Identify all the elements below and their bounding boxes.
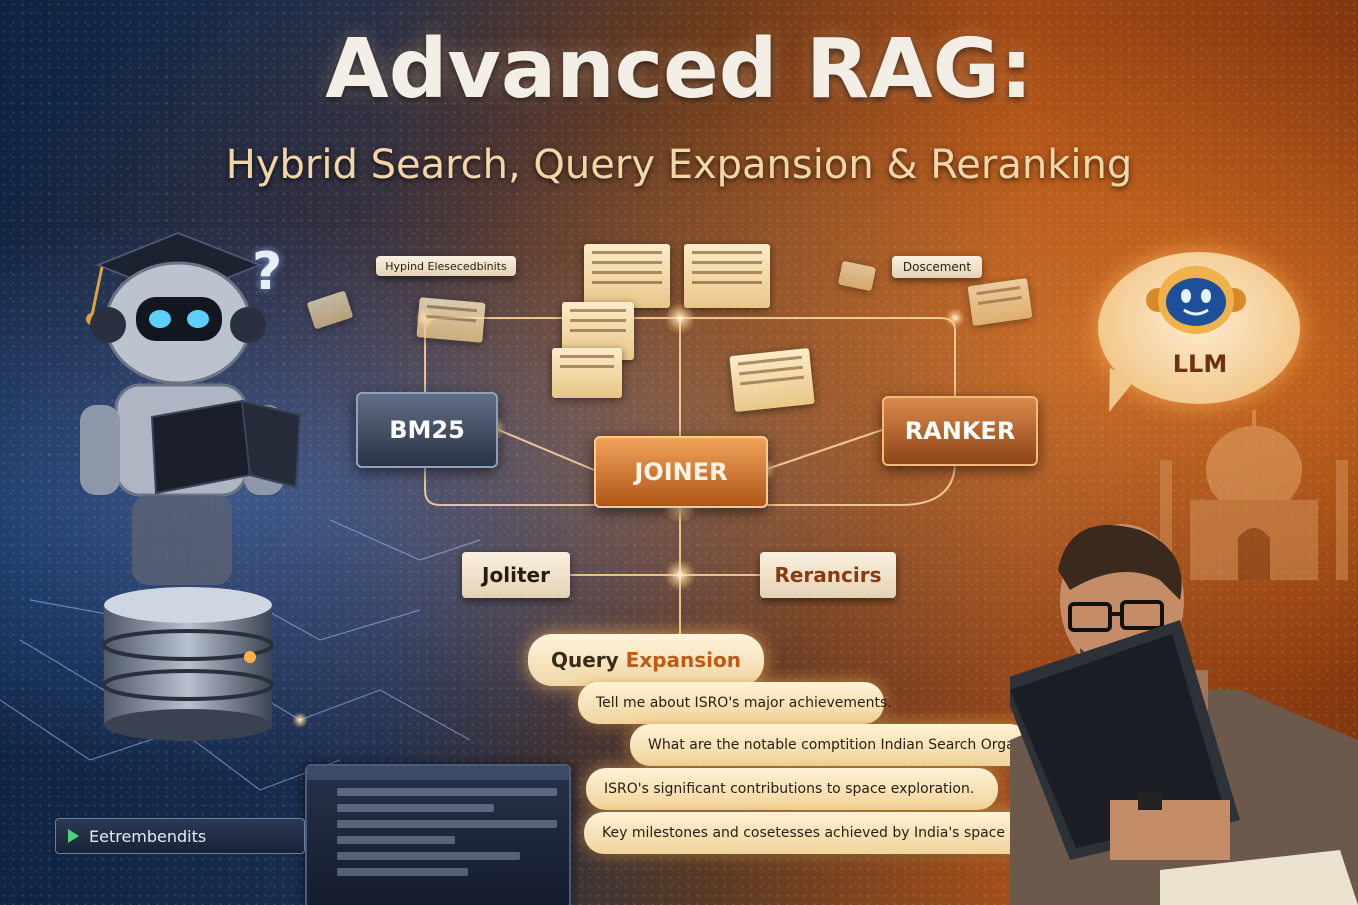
- document-card: [967, 278, 1033, 326]
- llm-bot-icon: [1146, 266, 1246, 334]
- expanded-query: Tell me about ISRO's major achievements.: [578, 682, 892, 724]
- query-expansion-accent: Expansion: [625, 648, 742, 672]
- document-card: [729, 347, 815, 413]
- monument-icon: [1160, 410, 1348, 580]
- embeddings-label: Eetrembendits: [89, 826, 207, 846]
- expanded-query: What are the notable comptition Indian S…: [630, 724, 1075, 766]
- embeddings-tag: Eetrembendits: [55, 818, 305, 854]
- robot-icon: [80, 231, 302, 585]
- ranker-node: RANKER: [882, 396, 1038, 466]
- person-icon: [1010, 524, 1358, 905]
- hybrid-search-tag: Hypind Elesecedbinits: [376, 256, 516, 276]
- main-title: Advanced RAG:: [325, 22, 1033, 117]
- document-card: [584, 244, 670, 308]
- subtitle: Hybrid Search, Query Expansion & Reranki…: [225, 142, 1133, 188]
- question-mark-icon: ?: [252, 242, 283, 302]
- document-card: [684, 244, 770, 308]
- query-expansion-main: Query: [550, 648, 619, 672]
- document-tag: Doscement: [892, 256, 982, 278]
- llm-label: LLM: [1172, 350, 1228, 378]
- code-window: [305, 764, 571, 905]
- play-icon: [68, 829, 79, 843]
- rerancirs-node: Rerancirs: [760, 552, 896, 598]
- joiner-node: JOINER: [594, 436, 768, 508]
- document-card: [416, 297, 486, 343]
- database-icon: [102, 587, 274, 741]
- bm25-node: BM25: [356, 392, 498, 468]
- expanded-query: Key milestones and cosetesses achieved b…: [584, 812, 1063, 854]
- expanded-query: ISRO's significant contributions to spac…: [586, 768, 998, 810]
- query-expansion-label: Query Expansion: [528, 634, 764, 686]
- window-titlebar: [307, 766, 569, 780]
- document-card: [552, 348, 622, 398]
- joliter-node: Joliter: [462, 552, 570, 598]
